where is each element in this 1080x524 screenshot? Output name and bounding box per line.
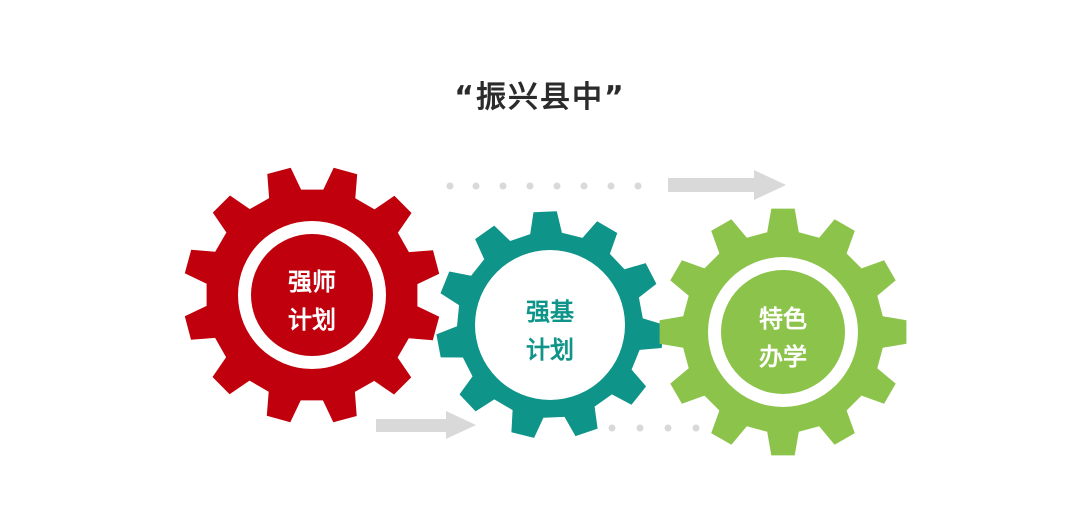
connector-dot (446, 182, 454, 190)
connector-dot (526, 182, 534, 190)
right-arrow-icon (668, 170, 786, 200)
dotted-connector-top (446, 182, 642, 190)
gear-label-line1: 强基 (526, 298, 575, 326)
gear-label-line2: 计划 (526, 336, 574, 364)
gear-label-line1: 特色 (759, 305, 807, 333)
connector-dot (580, 182, 588, 190)
gear-tese: 特色 办学 (659, 208, 907, 456)
connector-dot (607, 182, 615, 190)
gear-label-line2: 计划 (288, 306, 336, 334)
gear-qiangshi: 强师 计划 (184, 167, 440, 423)
connector-dot (664, 424, 672, 432)
gear-qiangji: 强基 计划 (436, 211, 664, 438)
gear-shape (659, 208, 907, 456)
gear-center (721, 270, 845, 394)
connector-dot (472, 182, 480, 190)
arrow-shaft (668, 178, 756, 192)
gear-label-line1: 强师 (288, 268, 336, 296)
connector-dot (692, 424, 700, 432)
page-title: “振兴县中” (454, 80, 626, 115)
gear-center (251, 234, 373, 356)
connector-dot (499, 182, 507, 190)
right-arrow-icon (376, 411, 476, 439)
connector-dot (636, 424, 644, 432)
connector-dot (634, 182, 642, 190)
gear-label-line2: 办学 (759, 343, 807, 371)
connector-dot (608, 424, 616, 432)
gear-shape (436, 211, 664, 438)
dotted-connector-bottom (608, 424, 700, 432)
arrow-shaft (376, 419, 448, 432)
arrow-head (446, 411, 476, 439)
gear-center (488, 263, 612, 387)
arrow-head (754, 170, 786, 200)
connector-dot (553, 182, 561, 190)
gear-shape (184, 167, 440, 423)
